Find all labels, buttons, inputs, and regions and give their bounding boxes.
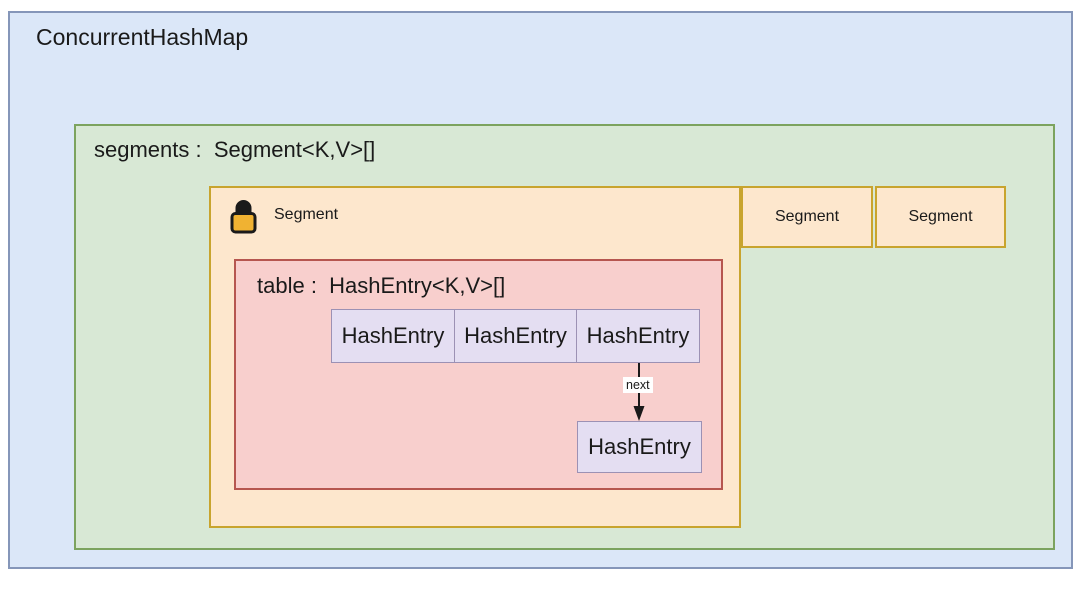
segment-label: Segment [908,208,973,225]
chained-hash-entry-cell: HashEntry [577,421,702,473]
hash-entry-row: HashEntry HashEntry HashEntry [331,309,700,363]
hash-table-box: table : HashEntry<K,V>[] HashEntry HashE… [234,259,723,490]
next-pointer-label: next [622,377,653,393]
segment-label: Segment [274,206,339,223]
hash-table-label: table : HashEntry<K,V>[] [257,273,506,298]
lock-icon [230,200,257,234]
segments-array-box: segments : Segment<K,V>[] Segment table … [74,124,1055,550]
concurrent-hashmap-box: ConcurrentHashMap segments : Segment<K,V… [8,11,1073,569]
segment-label: Segment [774,208,840,225]
segment-box-main: Segment table : HashEntry<K,V>[] HashEnt… [209,186,741,528]
hash-entry-cell: HashEntry [453,309,578,363]
segment-box-3: Segment [875,186,1006,248]
diagram-title: ConcurrentHashMap [36,24,249,50]
segments-array-label: segments : Segment<K,V>[] [94,137,376,162]
segment-box-2: Segment [741,186,873,248]
hash-entry-cell: HashEntry [331,309,455,363]
hash-entry-cell: HashEntry [576,309,700,363]
